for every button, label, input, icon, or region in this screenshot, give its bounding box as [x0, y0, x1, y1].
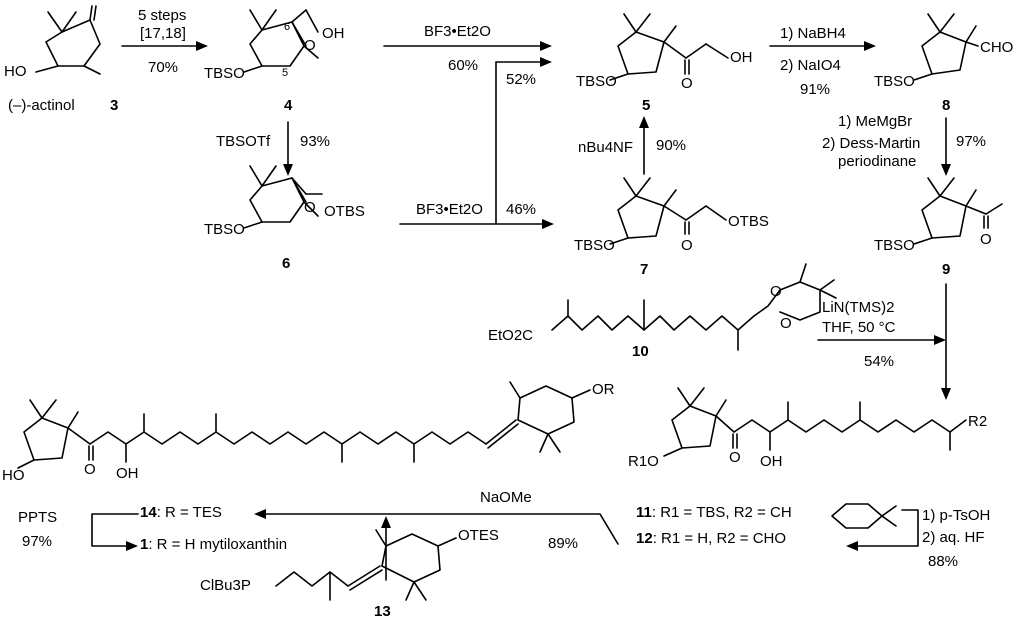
arrow1-yield: 70% [148, 59, 178, 76]
c11-r2: R2 [968, 413, 987, 430]
c1-carbonyl-o: O [84, 461, 96, 478]
arrow9-step2: 2) aq. HF [922, 529, 985, 546]
compound-13-structure [275, 529, 457, 601]
legend-compound-11: 11: R1 = TBS, R2 = CH [636, 504, 792, 521]
arrow7-step2: 2) Dess-Martin [822, 135, 920, 152]
c11-oh: OH [760, 453, 783, 470]
compound-4-structure [243, 9, 319, 73]
c9-tbso: TBSO [874, 237, 915, 254]
arrow5-yield: 90% [656, 137, 686, 154]
arrow10-reagent: NaOMe [480, 489, 532, 506]
c13-otes: OTES [458, 527, 499, 544]
compound-7-number: 7 [640, 261, 648, 278]
arrow9-yield: 88% [928, 553, 958, 570]
c6-tbso: TBSO [204, 221, 245, 238]
legend-acetal-structure [831, 503, 897, 529]
legend-compound-1: 1: R = H mytiloxanthin [140, 536, 287, 553]
arrow1-reagent: 5 steps [138, 7, 186, 24]
compound-10-structure [551, 263, 837, 351]
legend-12-text: : R1 = H, R2 = CHO [652, 530, 787, 547]
c4-tbso: TBSO [204, 65, 245, 82]
compound-11-structure [663, 387, 967, 457]
arrow1-refs: [17,18] [140, 25, 186, 42]
arrow3-reagent: TBSOTf [216, 133, 271, 150]
arrow8-yield: 54% [864, 353, 894, 370]
c4-oh: OH [322, 25, 345, 42]
c11-carbonyl-o: O [729, 449, 741, 466]
c11-r1o: R1O [628, 453, 659, 470]
arrow11-reagent: PPTS [18, 509, 57, 526]
c4-c5-label: 5 [282, 67, 288, 79]
c7-carbonyl-o: O [681, 237, 693, 254]
c13-phosphonium: ClBu3P [200, 577, 251, 594]
c9-carbonyl-o: O [980, 231, 992, 248]
actinol-ho-label: HO [4, 63, 27, 80]
compound-6-number: 6 [282, 255, 290, 272]
c8-cho: CHO [980, 39, 1013, 56]
compound-7-structure [609, 177, 727, 245]
arrow6-yield: 91% [800, 81, 830, 98]
legend-1-text: : R = H mytiloxanthin [148, 536, 288, 553]
legend-11-number: 11 [636, 504, 652, 521]
arrow8-cond: THF, 50 °C [822, 319, 896, 336]
compound-6-structure [243, 165, 323, 229]
c10-ester: EtO2C [488, 327, 533, 344]
compound-9-number: 9 [942, 261, 950, 278]
compound-3-structure [35, 5, 101, 75]
arrow11-yield: 97% [22, 533, 52, 550]
c10-dioxane-o2: O [780, 315, 792, 332]
arrow2-reagent: BF3•Et2O [424, 23, 491, 40]
arrow6-step2: 2) NaIO4 [780, 57, 841, 74]
arrow4-reagent: BF3•Et2O [416, 201, 483, 218]
actinol-name: (–)-actinol [8, 97, 75, 114]
compound-5-structure [609, 13, 729, 81]
legend-compound-12: 12: R1 = H, R2 = CHO [636, 530, 786, 547]
c7-otbs: OTBS [728, 213, 769, 230]
legend-11-text: : R1 = TBS, R2 = [651, 504, 770, 521]
c8-tbso: TBSO [874, 73, 915, 90]
c4-c6-label: 6 [284, 21, 290, 33]
c4-epoxide-o: O [304, 37, 316, 54]
c1-ho: HO [2, 467, 25, 484]
c5-oh: OH [730, 49, 753, 66]
compound-5-number: 5 [642, 97, 650, 114]
c6-otbs: OTBS [324, 203, 365, 220]
arrow4-yield: 46% [506, 201, 536, 218]
arrow9-step1: 1) p-TsOH [922, 507, 990, 524]
arrow8-reagent: LiN(TMS)2 [822, 299, 895, 316]
legend-1-number: 1 [140, 536, 149, 553]
compound-9-structure [913, 177, 1003, 245]
compound-8-structure [913, 13, 979, 81]
compound-4-number: 4 [284, 97, 293, 114]
legend-12-number: 12 [636, 530, 653, 547]
arrow2-yield: 60% [448, 57, 478, 74]
c5-tbso: TBSO [576, 73, 617, 90]
c6-epoxide-o: O [304, 199, 316, 216]
compound-3-number: 3 [110, 97, 118, 114]
arrow7-step2b: periodinane [838, 153, 916, 170]
c1-or: OR [592, 381, 615, 398]
c5-carbonyl-o: O [681, 75, 693, 92]
compound-13-number: 13 [374, 603, 391, 620]
arrow7-step1: 1) MeMgBr [838, 113, 912, 130]
legend-14-text: : R = TES [156, 504, 222, 521]
c1-oh: OH [116, 465, 139, 482]
arrow7-yield: 97% [956, 133, 986, 150]
legend-compound-14: 14: R = TES [140, 504, 222, 521]
arrow10-yield: 89% [548, 535, 578, 552]
legend-14-number: 14 [140, 504, 157, 521]
mytiloxanthin-structure [17, 381, 591, 469]
arrow6-step1: 1) NaBH4 [780, 25, 846, 42]
c10-dioxane-o1: O [770, 283, 782, 300]
arrow5-reagent: nBu4NF [578, 139, 633, 156]
compound-8-number: 8 [942, 97, 950, 114]
arrow4-branch-yield: 52% [506, 71, 536, 88]
c7-tbso: TBSO [574, 237, 615, 254]
arrow3-yield: 93% [300, 133, 330, 150]
compound-10-number: 10 [632, 343, 649, 360]
legend-11-ch: CH [769, 504, 792, 521]
